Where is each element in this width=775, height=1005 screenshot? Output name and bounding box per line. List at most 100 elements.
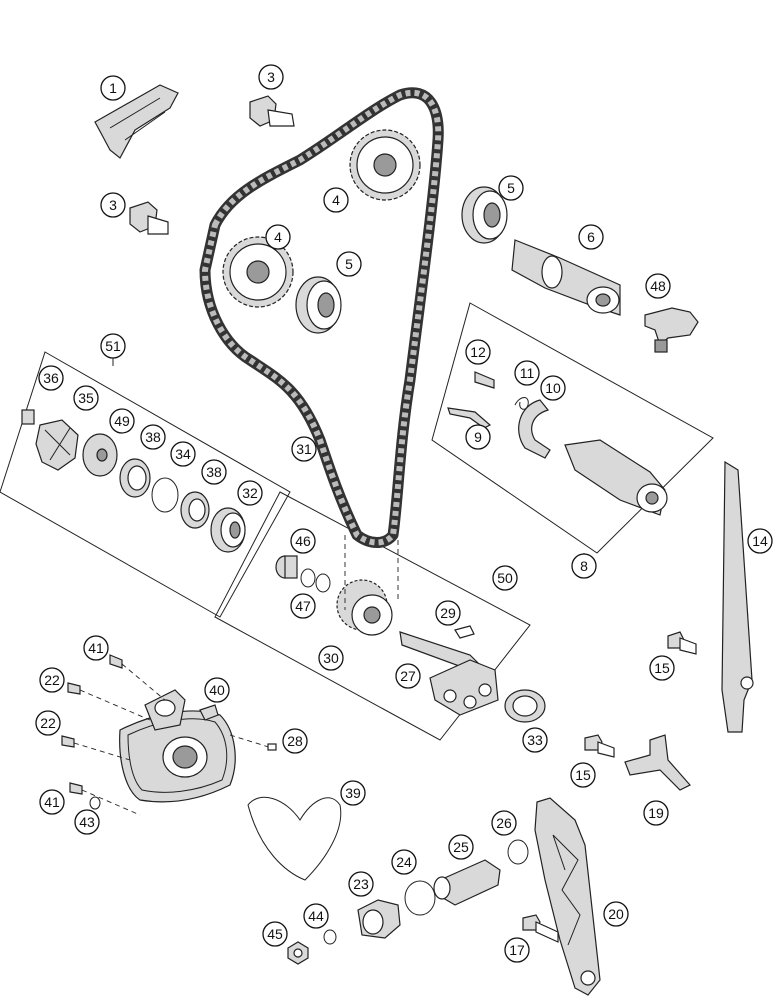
callout-9: 9 xyxy=(465,424,491,450)
tensioner-pin-part xyxy=(433,859,501,906)
svg-text:4: 4 xyxy=(332,192,340,208)
callout-26: 26 xyxy=(491,810,517,836)
callout-22: 22 xyxy=(39,667,65,693)
needle-bearing-part xyxy=(504,689,546,723)
callout-4: 4 xyxy=(265,224,291,250)
svg-text:50: 50 xyxy=(497,570,513,586)
decompression-pin-part xyxy=(474,371,495,389)
callout-14: 14 xyxy=(747,528,773,554)
callout-3: 3 xyxy=(258,64,284,90)
svg-text:12: 12 xyxy=(470,344,486,360)
svg-text:3: 3 xyxy=(267,69,275,85)
svg-text:28: 28 xyxy=(287,733,303,749)
svg-text:45: 45 xyxy=(267,926,283,942)
callout-33: 33 xyxy=(522,727,548,753)
callout-36: 36 xyxy=(38,365,64,391)
svg-text:8: 8 xyxy=(580,558,588,574)
callout-27: 27 xyxy=(395,663,421,689)
torsion-spring-part xyxy=(514,397,529,410)
svg-text:38: 38 xyxy=(206,464,222,480)
svg-text:15: 15 xyxy=(654,660,670,676)
pump-oil-seal-part xyxy=(180,491,210,529)
svg-text:6: 6 xyxy=(587,229,595,245)
callout-43: 43 xyxy=(74,809,100,835)
svg-text:14: 14 xyxy=(752,533,768,549)
pivot-bolt-part xyxy=(522,914,559,943)
svg-text:46: 46 xyxy=(295,533,311,549)
callout-44: 44 xyxy=(303,903,329,929)
svg-text:48: 48 xyxy=(650,278,666,294)
washer-part xyxy=(300,568,331,593)
callout-22: 22 xyxy=(35,710,61,736)
callout-24: 24 xyxy=(391,849,417,875)
callout-41: 41 xyxy=(83,635,109,661)
seal-ring-part xyxy=(404,880,436,916)
ball-bearing-part xyxy=(295,276,342,334)
callout-23: 23 xyxy=(348,871,374,897)
callout-4: 4 xyxy=(323,187,349,213)
chain-guide-rail-part xyxy=(534,797,601,996)
water-pump-group-frame xyxy=(0,351,291,618)
svg-text:40: 40 xyxy=(209,682,225,698)
callout-29: 29 xyxy=(435,600,461,626)
water-pump-gasket-part xyxy=(247,796,342,881)
pump-disc-part xyxy=(82,433,118,477)
callout-48: 48 xyxy=(645,273,671,299)
callout-25: 25 xyxy=(448,834,474,860)
svg-text:1: 1 xyxy=(109,80,117,96)
pump-snap-ring-part xyxy=(151,477,179,513)
callout-41: 41 xyxy=(39,789,65,815)
svg-text:32: 32 xyxy=(242,485,258,501)
svg-text:44: 44 xyxy=(308,908,324,924)
svg-text:15: 15 xyxy=(575,767,591,783)
callout-5: 5 xyxy=(498,175,524,201)
callout-8: 8 xyxy=(571,553,597,579)
svg-text:17: 17 xyxy=(509,942,525,958)
callout-40: 40 xyxy=(204,677,230,703)
svg-text:5: 5 xyxy=(345,256,353,272)
balancer-gear-part xyxy=(336,579,393,636)
svg-text:51: 51 xyxy=(105,338,121,354)
cover-screw-part xyxy=(67,682,151,721)
woodruff-key-part xyxy=(454,625,475,639)
callout-51: 51 xyxy=(100,333,126,359)
svg-text:35: 35 xyxy=(78,390,94,406)
svg-text:11: 11 xyxy=(520,365,535,381)
svg-text:41: 41 xyxy=(88,640,104,656)
svg-text:39: 39 xyxy=(345,785,361,801)
callout-50: 50 xyxy=(492,565,518,591)
nut-part xyxy=(287,941,309,965)
svg-text:33: 33 xyxy=(527,732,543,748)
drain-screw-part xyxy=(199,704,219,721)
cover-screw-part xyxy=(61,735,131,761)
svg-text:23: 23 xyxy=(353,876,369,892)
svg-text:31: 31 xyxy=(296,441,312,457)
svg-text:19: 19 xyxy=(648,805,664,821)
callout-15: 15 xyxy=(570,762,596,788)
chain-tensioning-rail-part xyxy=(721,460,754,733)
callout-39: 39 xyxy=(340,780,366,806)
callout-12: 12 xyxy=(465,339,491,365)
gasket-ring-part xyxy=(89,734,277,810)
svg-text:9: 9 xyxy=(474,429,482,445)
balancer-group-frame xyxy=(214,491,531,741)
chain-guide-bracket-part xyxy=(94,84,179,159)
collar-bolt-part xyxy=(667,631,697,655)
svg-text:34: 34 xyxy=(175,446,191,462)
svg-text:43: 43 xyxy=(79,814,95,830)
callout-46: 46 xyxy=(290,528,316,554)
svg-text:30: 30 xyxy=(323,650,339,666)
callout-28: 28 xyxy=(282,728,308,754)
svg-text:3: 3 xyxy=(109,197,117,213)
svg-text:22: 22 xyxy=(44,672,60,688)
sealing-ring-part xyxy=(323,929,337,945)
callout-35: 35 xyxy=(73,385,99,411)
camshaft-part xyxy=(511,239,621,316)
callout-45: 45 xyxy=(262,921,288,947)
timing-chain-part xyxy=(199,87,444,548)
callout-30: 30 xyxy=(318,645,344,671)
cover-screw-part xyxy=(109,654,166,701)
camshaft-sprocket-part xyxy=(222,236,294,308)
camshaft-sprocket-part xyxy=(349,129,421,201)
